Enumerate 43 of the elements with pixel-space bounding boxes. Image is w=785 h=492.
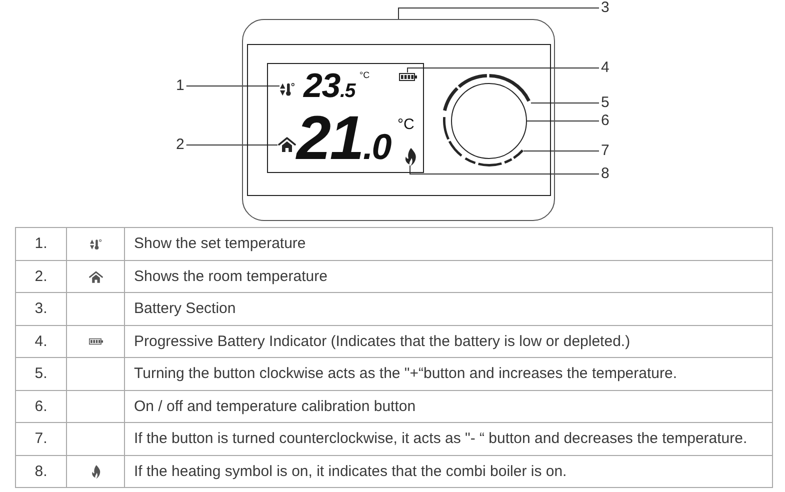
callout-number: 6: [601, 113, 610, 129]
description-text: If the button is turned counterclockwise, it acts as "- “ button and decreases the temperature.: [134, 430, 748, 448]
callout-number: 8: [601, 166, 610, 182]
row-number: 6.: [34, 398, 48, 415]
row-number: 8.: [34, 462, 48, 480]
callout-number: 2: [176, 137, 184, 153]
thermometer-arrows-icon: [280, 82, 294, 96]
callout-number: 7: [601, 143, 610, 159]
description-text: Shows the room temperature: [134, 268, 328, 285]
leader-line: [398, 8, 600, 20]
leader-line: [410, 165, 600, 174]
row-number: 1.: [34, 235, 48, 252]
leader-line: [407, 68, 600, 73]
description-text: Show the set temperature: [134, 235, 306, 252]
leader-line: [526, 120, 600, 122]
control-knob: [451, 82, 527, 158]
row-number: 3.: [34, 300, 48, 318]
dashed-scale-arc: [442, 117, 524, 167]
scale-arc: [443, 74, 531, 111]
row-number: 4.: [34, 332, 48, 350]
description-text: If the heating symbol is on, it indicates that the combi boiler is on.: [134, 462, 567, 480]
row-number: 7.: [34, 430, 48, 448]
unit-label: °C: [398, 116, 414, 132]
description-text: Progressive Battery Indicator (Indicates that the battery is low or depleted.): [134, 332, 630, 350]
flame-icon: [404, 148, 416, 166]
row-number: 2.: [34, 268, 48, 285]
description-text: Turning the button clockwise acts as the "+“button and increases the temperature.: [134, 365, 677, 382]
callout-number: 5: [601, 95, 610, 111]
leader-line: [186, 144, 278, 146]
lcd-screen: [267, 63, 424, 173]
leader-line: [522, 150, 600, 152]
battery-icon: [398, 72, 416, 80]
unit-label: °C: [360, 70, 370, 80]
home-icon: [278, 136, 296, 152]
description-text: On / off and temperature calibration button: [134, 398, 416, 415]
thermostat-housing: [242, 19, 555, 221]
leader-line: [530, 102, 600, 104]
callout-number: 1: [176, 78, 184, 94]
callout-number: 4: [601, 60, 610, 76]
callout-number: 3: [601, 0, 610, 16]
description-text: Battery Section: [134, 300, 236, 318]
row-number: 5.: [34, 365, 48, 382]
display-frame: [246, 44, 550, 196]
